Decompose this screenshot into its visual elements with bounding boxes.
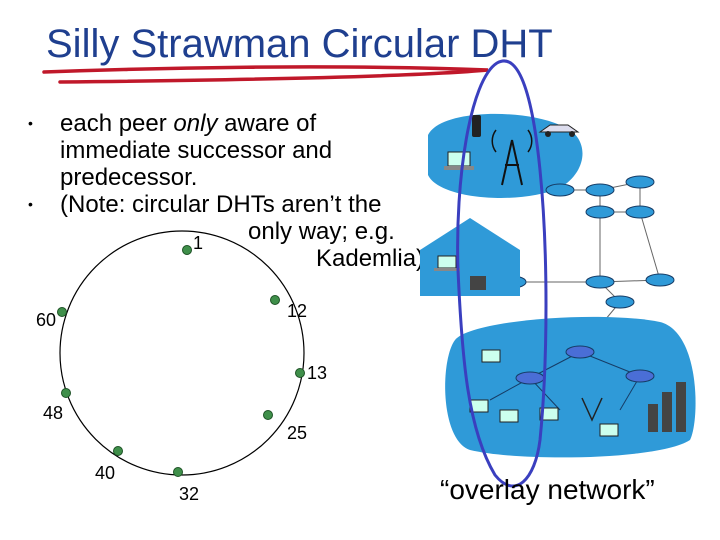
router-icon: [585, 275, 615, 289]
router-icon: [545, 183, 575, 197]
ring-node-1: [182, 245, 192, 255]
laptop-icon: [444, 151, 474, 170]
router-icon: [585, 205, 615, 219]
router-icon: [565, 345, 595, 359]
ring-label-12: 12: [287, 301, 307, 321]
ring-node-13: [295, 368, 305, 378]
router-icon: [585, 183, 615, 197]
phone-icon: [472, 115, 481, 137]
laptop-icon: [539, 407, 559, 421]
laptop-icon: [434, 255, 460, 271]
laptop-icon: [599, 423, 619, 437]
dht-ring: [59, 230, 305, 476]
ring-label-13: 13: [307, 363, 327, 383]
ring-node-12: [270, 295, 280, 305]
ring-label-1: 1: [193, 233, 203, 253]
overlay-network-caption: “overlay network”: [440, 474, 655, 505]
bullet-list: • each peer only aware of immediate succ…: [0, 110, 460, 272]
bullet-1-text-a: each peer: [60, 110, 174, 137]
network-illustration: [420, 113, 696, 458]
router-icon: [645, 273, 675, 287]
bullet-1-text-b: aware of immediate successor and predece…: [60, 110, 333, 191]
router-icon: [625, 369, 655, 383]
ring-node-48: [61, 388, 71, 398]
server-icon: [676, 382, 686, 432]
ring-label-25: 25: [287, 423, 307, 443]
server-icon: [648, 404, 658, 432]
router-icon: [605, 295, 635, 309]
bullet-1-emphasis: only: [173, 110, 218, 137]
cell-tower-icon: [491, 129, 533, 186]
slide-title: Silly Strawman Circular DHT: [46, 22, 553, 66]
bullet-dot: •: [28, 196, 33, 212]
bullet-2-line-1: (Note: circular DHTs aren’t the: [60, 191, 382, 218]
bullet-2-line-2: only way; e.g.: [248, 218, 395, 245]
bullet-2: • (Note: circular DHTs aren’t the only w…: [0, 191, 460, 272]
laptop-icon: [499, 409, 519, 423]
router-icon: [625, 175, 655, 189]
ring-label-40: 40: [95, 463, 115, 483]
laptop-icon: [481, 349, 501, 363]
ring-nodes: [57, 245, 305, 477]
house-icon: [420, 218, 520, 296]
wifi-icon: [581, 397, 603, 422]
ring-node-25: [263, 410, 273, 420]
ring-label-48: 48: [43, 403, 63, 423]
ring-label-32: 32: [179, 484, 199, 504]
server-icon: [470, 276, 486, 290]
title-underline: [42, 65, 489, 84]
overlay-network-outline: [456, 59, 548, 488]
institutional-network-region: [445, 316, 696, 458]
ring-node-40: [113, 446, 123, 456]
server-icon: [662, 392, 672, 432]
router-icon: [625, 205, 655, 219]
bullet-2-line-3: Kademlia): [316, 245, 425, 272]
ring-label-60: 60: [36, 310, 56, 330]
bullet-1: • each peer only aware of immediate succ…: [0, 110, 390, 191]
router-icon: [515, 371, 545, 385]
ring-node-60: [57, 307, 67, 317]
bullet-dot: •: [28, 115, 33, 131]
car-icon: [538, 124, 580, 137]
ring-node-32: [173, 467, 183, 477]
